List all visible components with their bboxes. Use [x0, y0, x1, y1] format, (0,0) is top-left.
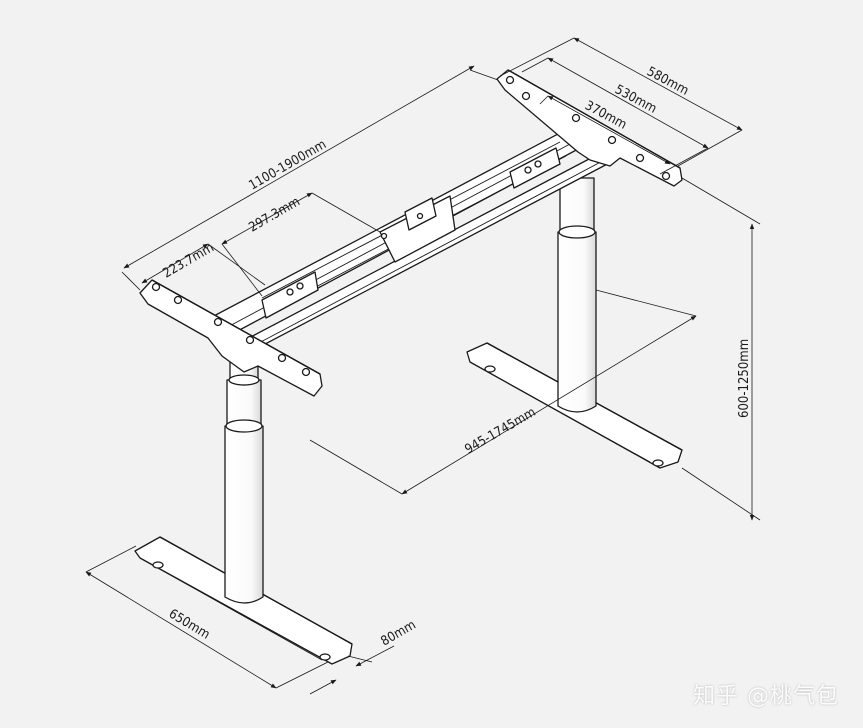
dim-foot-span — [309, 289, 697, 495]
dimension-lines — [85, 37, 761, 695]
watermark: 知乎 @桃气包 — [693, 684, 839, 709]
label-bracket-mid: 530mm — [612, 82, 659, 116]
back-column — [557, 177, 597, 413]
dim-beam-offset — [221, 192, 381, 297]
crossbar — [209, 124, 616, 353]
label-foot-span: 945-1745mm — [463, 405, 539, 458]
label-length: 1100-1900mm — [247, 137, 329, 193]
dim-motor-offset — [141, 243, 266, 286]
label-foot-width: 80mm — [379, 618, 419, 650]
desk-frame — [134, 69, 683, 665]
label-height: 600-1250mm — [737, 339, 752, 418]
front-column — [224, 351, 264, 604]
dim-foot-width — [309, 645, 395, 695]
label-bracket-outer: 580mm — [644, 64, 691, 98]
label-motor-offset: 223.7mm — [161, 240, 217, 281]
label-beam-offset: 297.3mm — [247, 194, 303, 235]
dim-bracket-inner — [539, 95, 671, 165]
dim-length — [121, 65, 499, 291]
front-top-bracket — [139, 279, 323, 397]
dim-foot-length — [85, 545, 329, 689]
